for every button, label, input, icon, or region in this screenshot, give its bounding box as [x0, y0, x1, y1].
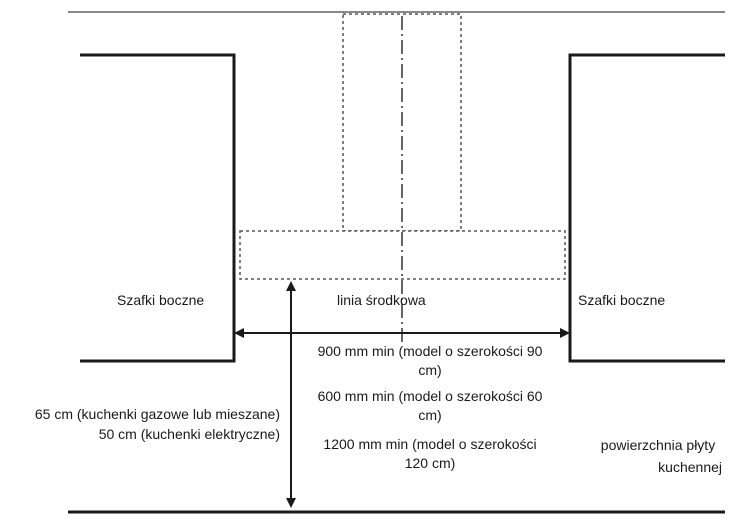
height-electric-label: 50 cm (kuchenki elektryczne): [98, 426, 280, 442]
left-side-cabinet: [80, 53, 236, 363]
height-gas-label: 65 cm (kuchenki gazowe lub mieszane): [34, 406, 280, 422]
right-side-cabinet: [568, 53, 725, 363]
width-900-line1: 900 mm min (model o szerokości 90: [317, 343, 543, 359]
width-600-line2: cm): [418, 407, 442, 423]
width-1200-line1: 1200 mm min (model o szerokości: [323, 436, 537, 452]
hob-surface-label-line1: powierzchnia płyty: [600, 437, 716, 453]
side-cabinet-right-label: Szafki boczne: [578, 292, 666, 308]
width-900-line2: cm): [418, 362, 442, 378]
side-cabinet-left-label: Szafki boczne: [117, 292, 205, 308]
width-600-line1: 600 mm min (model o szerokości 60: [317, 388, 543, 404]
centerline-label: linia środkowa: [337, 292, 426, 308]
hob-surface-label-line2: kuchennej: [658, 459, 722, 475]
width-1200-line2: 120 cm): [404, 455, 456, 471]
